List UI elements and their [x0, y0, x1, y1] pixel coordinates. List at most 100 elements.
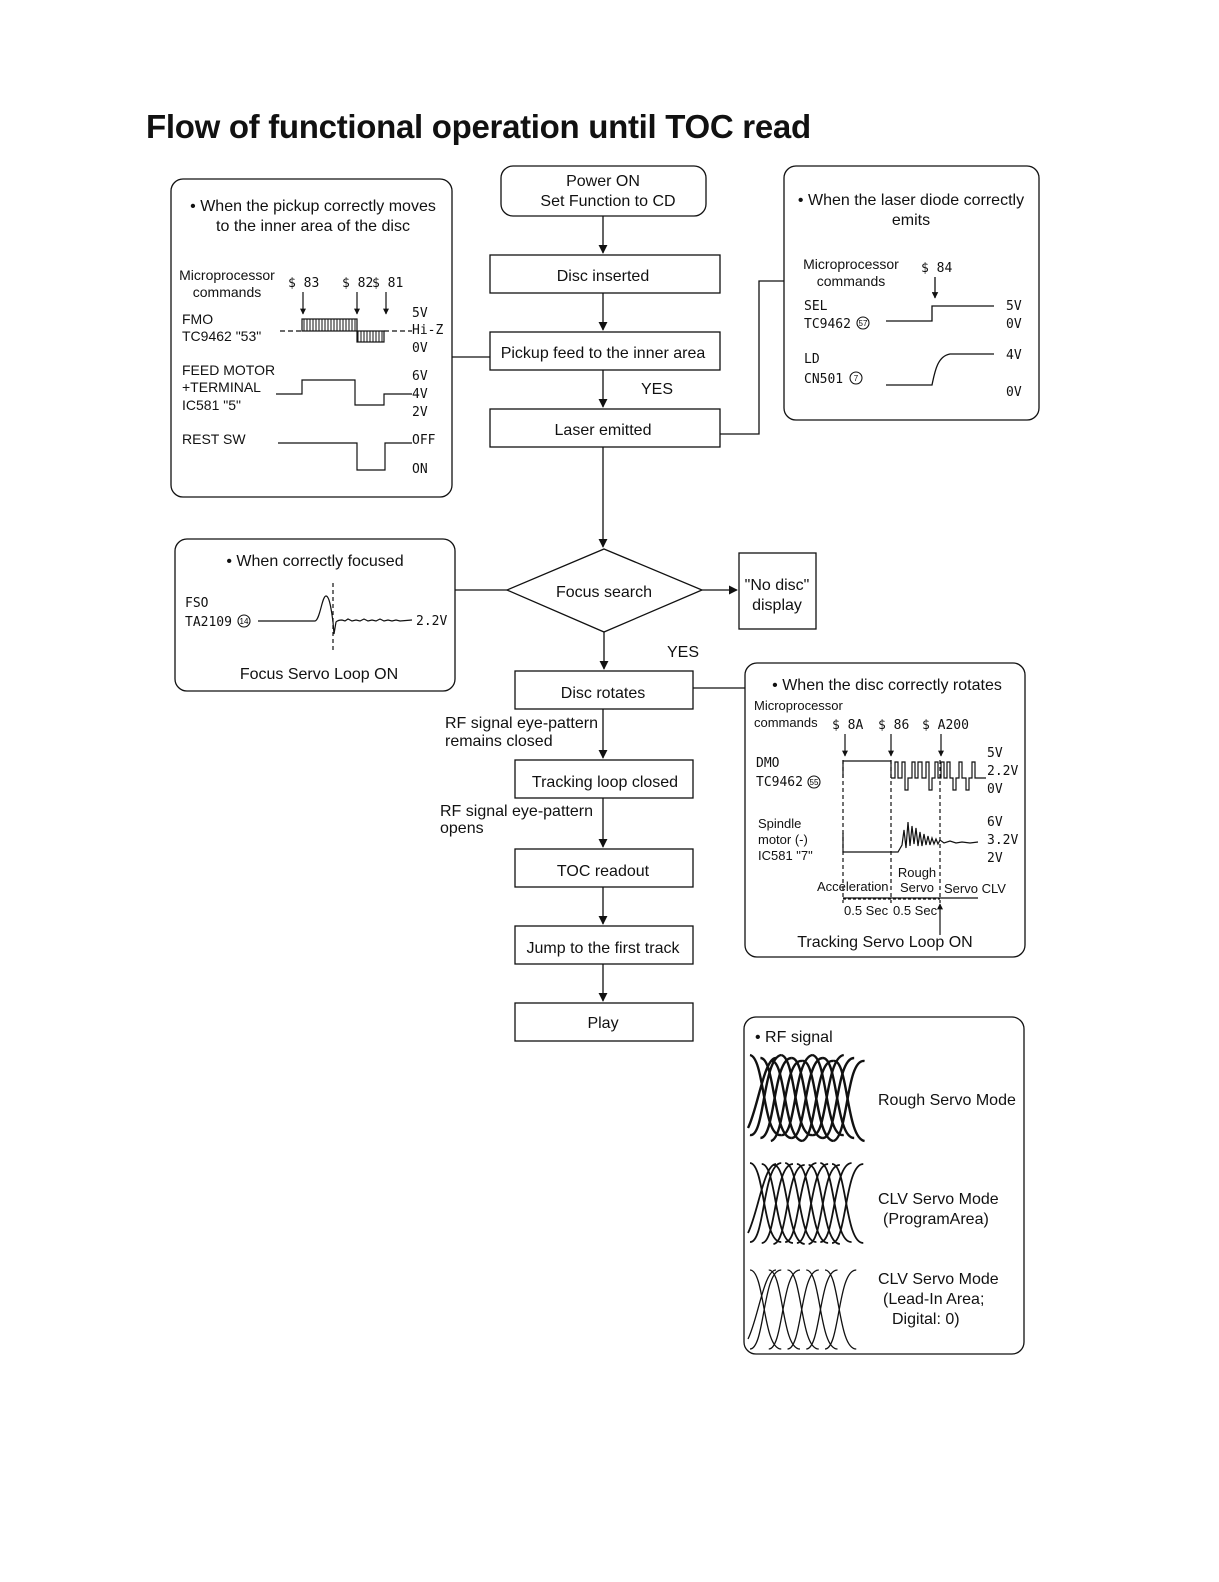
fso-level: 2.2V — [416, 614, 447, 629]
ld-label-2: CN501 — [804, 372, 843, 387]
rf-mode3-line1: CLV Servo Mode — [878, 1271, 999, 1288]
pickup-feed-label: Pickup feed to the inner area — [501, 345, 706, 362]
cmd-a200: $ A200 — [922, 718, 969, 733]
rf-eye-clv-leadin — [747, 1269, 857, 1350]
no-disc-line2: display — [752, 597, 802, 614]
phase-servo-clv: Servo CLV — [944, 881, 1006, 896]
rf-mode3-line3: Digital: 0) — [892, 1311, 960, 1328]
fmo-level-hiz: Hi-Z — [412, 323, 443, 338]
spindle-trace-accel — [842, 833, 891, 853]
jump-first-track-label: Jump to the first track — [527, 940, 681, 957]
rf-eye-trace — [824, 1269, 857, 1350]
ld-level-4v: 4V — [1006, 348, 1022, 363]
pickup-heading-2: to the inner area of the disc — [216, 218, 410, 235]
fso-label-2: TA2109 — [185, 615, 232, 630]
time-1: 0.5 Sec — [844, 903, 889, 918]
rf-mode2-line1: CLV Servo Mode — [878, 1191, 999, 1208]
rf-eye-trace — [749, 1269, 782, 1350]
cmd-8a: $ 8A — [832, 718, 863, 733]
dmo-pin-circle — [807, 775, 821, 789]
dmo-pulses — [891, 761, 986, 791]
dmo-label-2: TC9462 — [756, 775, 803, 790]
rf-eye-trace — [791, 1056, 824, 1140]
rotate-heading: • When the disc correctly rotates — [772, 677, 1002, 694]
tracking-closed-box — [514, 759, 694, 799]
rotate-mp-label-1: Microprocessor — [754, 698, 844, 713]
rf-closed-line2: remains closed — [445, 733, 553, 750]
sel-label-2: TC9462 — [804, 317, 851, 332]
toc-readout-box — [514, 848, 694, 888]
rest-label: REST SW — [182, 431, 246, 447]
feed-level-6v: 6V — [412, 369, 428, 384]
spindle-label-3: IC581 "7" — [758, 848, 813, 863]
fso-trace — [258, 595, 413, 635]
feed-label-3: IC581 "5" — [182, 397, 241, 413]
rf-eye-trace — [747, 1269, 777, 1340]
ld-trace — [886, 353, 994, 386]
pickup-mp-label-2: commands — [193, 284, 261, 300]
pickup-mp-label-1: Microprocessor — [179, 267, 275, 283]
sel-level-0v: 0V — [1006, 317, 1022, 332]
ld-level-0v: 0V — [1006, 385, 1022, 400]
dmo-level-0v: 0V — [987, 782, 1003, 797]
dmo-trace — [842, 760, 892, 778]
rf-eye-trace — [819, 1162, 852, 1243]
ld-label-1: LD — [804, 352, 820, 367]
pickup-feed-box — [489, 331, 721, 371]
fmo-label-1: FMO — [182, 311, 213, 327]
pickup-heading-1: • When the pickup correctly moves — [190, 198, 436, 215]
rest-level-off: OFF — [412, 433, 436, 448]
rf-eye-trace — [831, 1163, 864, 1244]
dmo-label-1: DMO — [756, 756, 780, 771]
rf-eye-trace — [780, 1053, 813, 1137]
rf-eye-trace — [811, 1053, 844, 1137]
spindle-trace-servo — [891, 821, 979, 853]
no-disc-line1: "No disc" — [745, 577, 810, 594]
tracking-closed-label: Tracking loop closed — [532, 774, 678, 791]
rf-eye-rough — [746, 1053, 866, 1143]
rf-eye-trace — [787, 1269, 819, 1350]
rf-eye-trace — [784, 1162, 817, 1243]
power-on-line2: Set Function to CD — [540, 193, 675, 210]
panel-rf: • RF signal Rough Servo Mode CLV Servo M… — [743, 1016, 1025, 1355]
laser-heading-1: • When the laser diode correctly — [798, 192, 1024, 209]
rf-eye-trace — [770, 1059, 803, 1143]
disc-rotates-label: Disc rotates — [561, 685, 645, 702]
phase-rough-1: Rough — [898, 865, 936, 880]
feed-trace — [276, 379, 412, 406]
dmo-level-5v: 5V — [987, 746, 1003, 761]
fmo-label-2: TC9462 "53" — [182, 328, 261, 344]
feed-label-1: FEED MOTOR — [182, 362, 275, 378]
rf-eye-trace — [768, 1269, 801, 1350]
connector-laser — [720, 280, 784, 435]
disc-inserted-label: Disc inserted — [557, 268, 649, 285]
spindle-label-2: motor (-) — [758, 832, 808, 847]
cmd-84: $ 84 — [921, 261, 952, 276]
fso-pin-circle — [237, 614, 251, 628]
feed-level-4v: 4V — [412, 387, 428, 402]
rf-eye-trace — [806, 1269, 838, 1350]
rf-eye-trace — [824, 1269, 857, 1350]
dmo-level-22v: 2.2V — [987, 764, 1018, 779]
sel-pin: 57 — [859, 319, 868, 328]
phase-rough-2: Servo — [900, 880, 934, 895]
fso-pin: 14 — [240, 617, 249, 626]
rf-mode1-line1: Rough Servo Mode — [878, 1092, 1016, 1109]
rest-trace — [278, 442, 412, 471]
laser-mp-label-2: commands — [817, 273, 885, 289]
rf-eye-trace — [822, 1056, 855, 1140]
rf-eye-trace — [833, 1059, 866, 1143]
spindle-level-6v: 6V — [987, 815, 1003, 830]
sel-pin-circle — [856, 316, 870, 330]
sel-level-5v: 5V — [1006, 299, 1022, 314]
rf-eye-trace — [747, 1163, 777, 1234]
ld-pin: 7 — [854, 374, 859, 383]
yes-label-2: YES — [667, 644, 699, 661]
rf-mode3-line2: (Lead-In Area; — [883, 1291, 984, 1308]
rf-eye-trace — [831, 1163, 864, 1244]
focus-footer: Focus Servo Loop ON — [240, 666, 398, 683]
panel-pickup: • When the pickup correctly moves to the… — [170, 178, 453, 498]
cmd-81: $ 81 — [372, 276, 403, 291]
rf-eye-trace — [746, 1056, 777, 1129]
fmo-pulses-low — [356, 330, 385, 343]
